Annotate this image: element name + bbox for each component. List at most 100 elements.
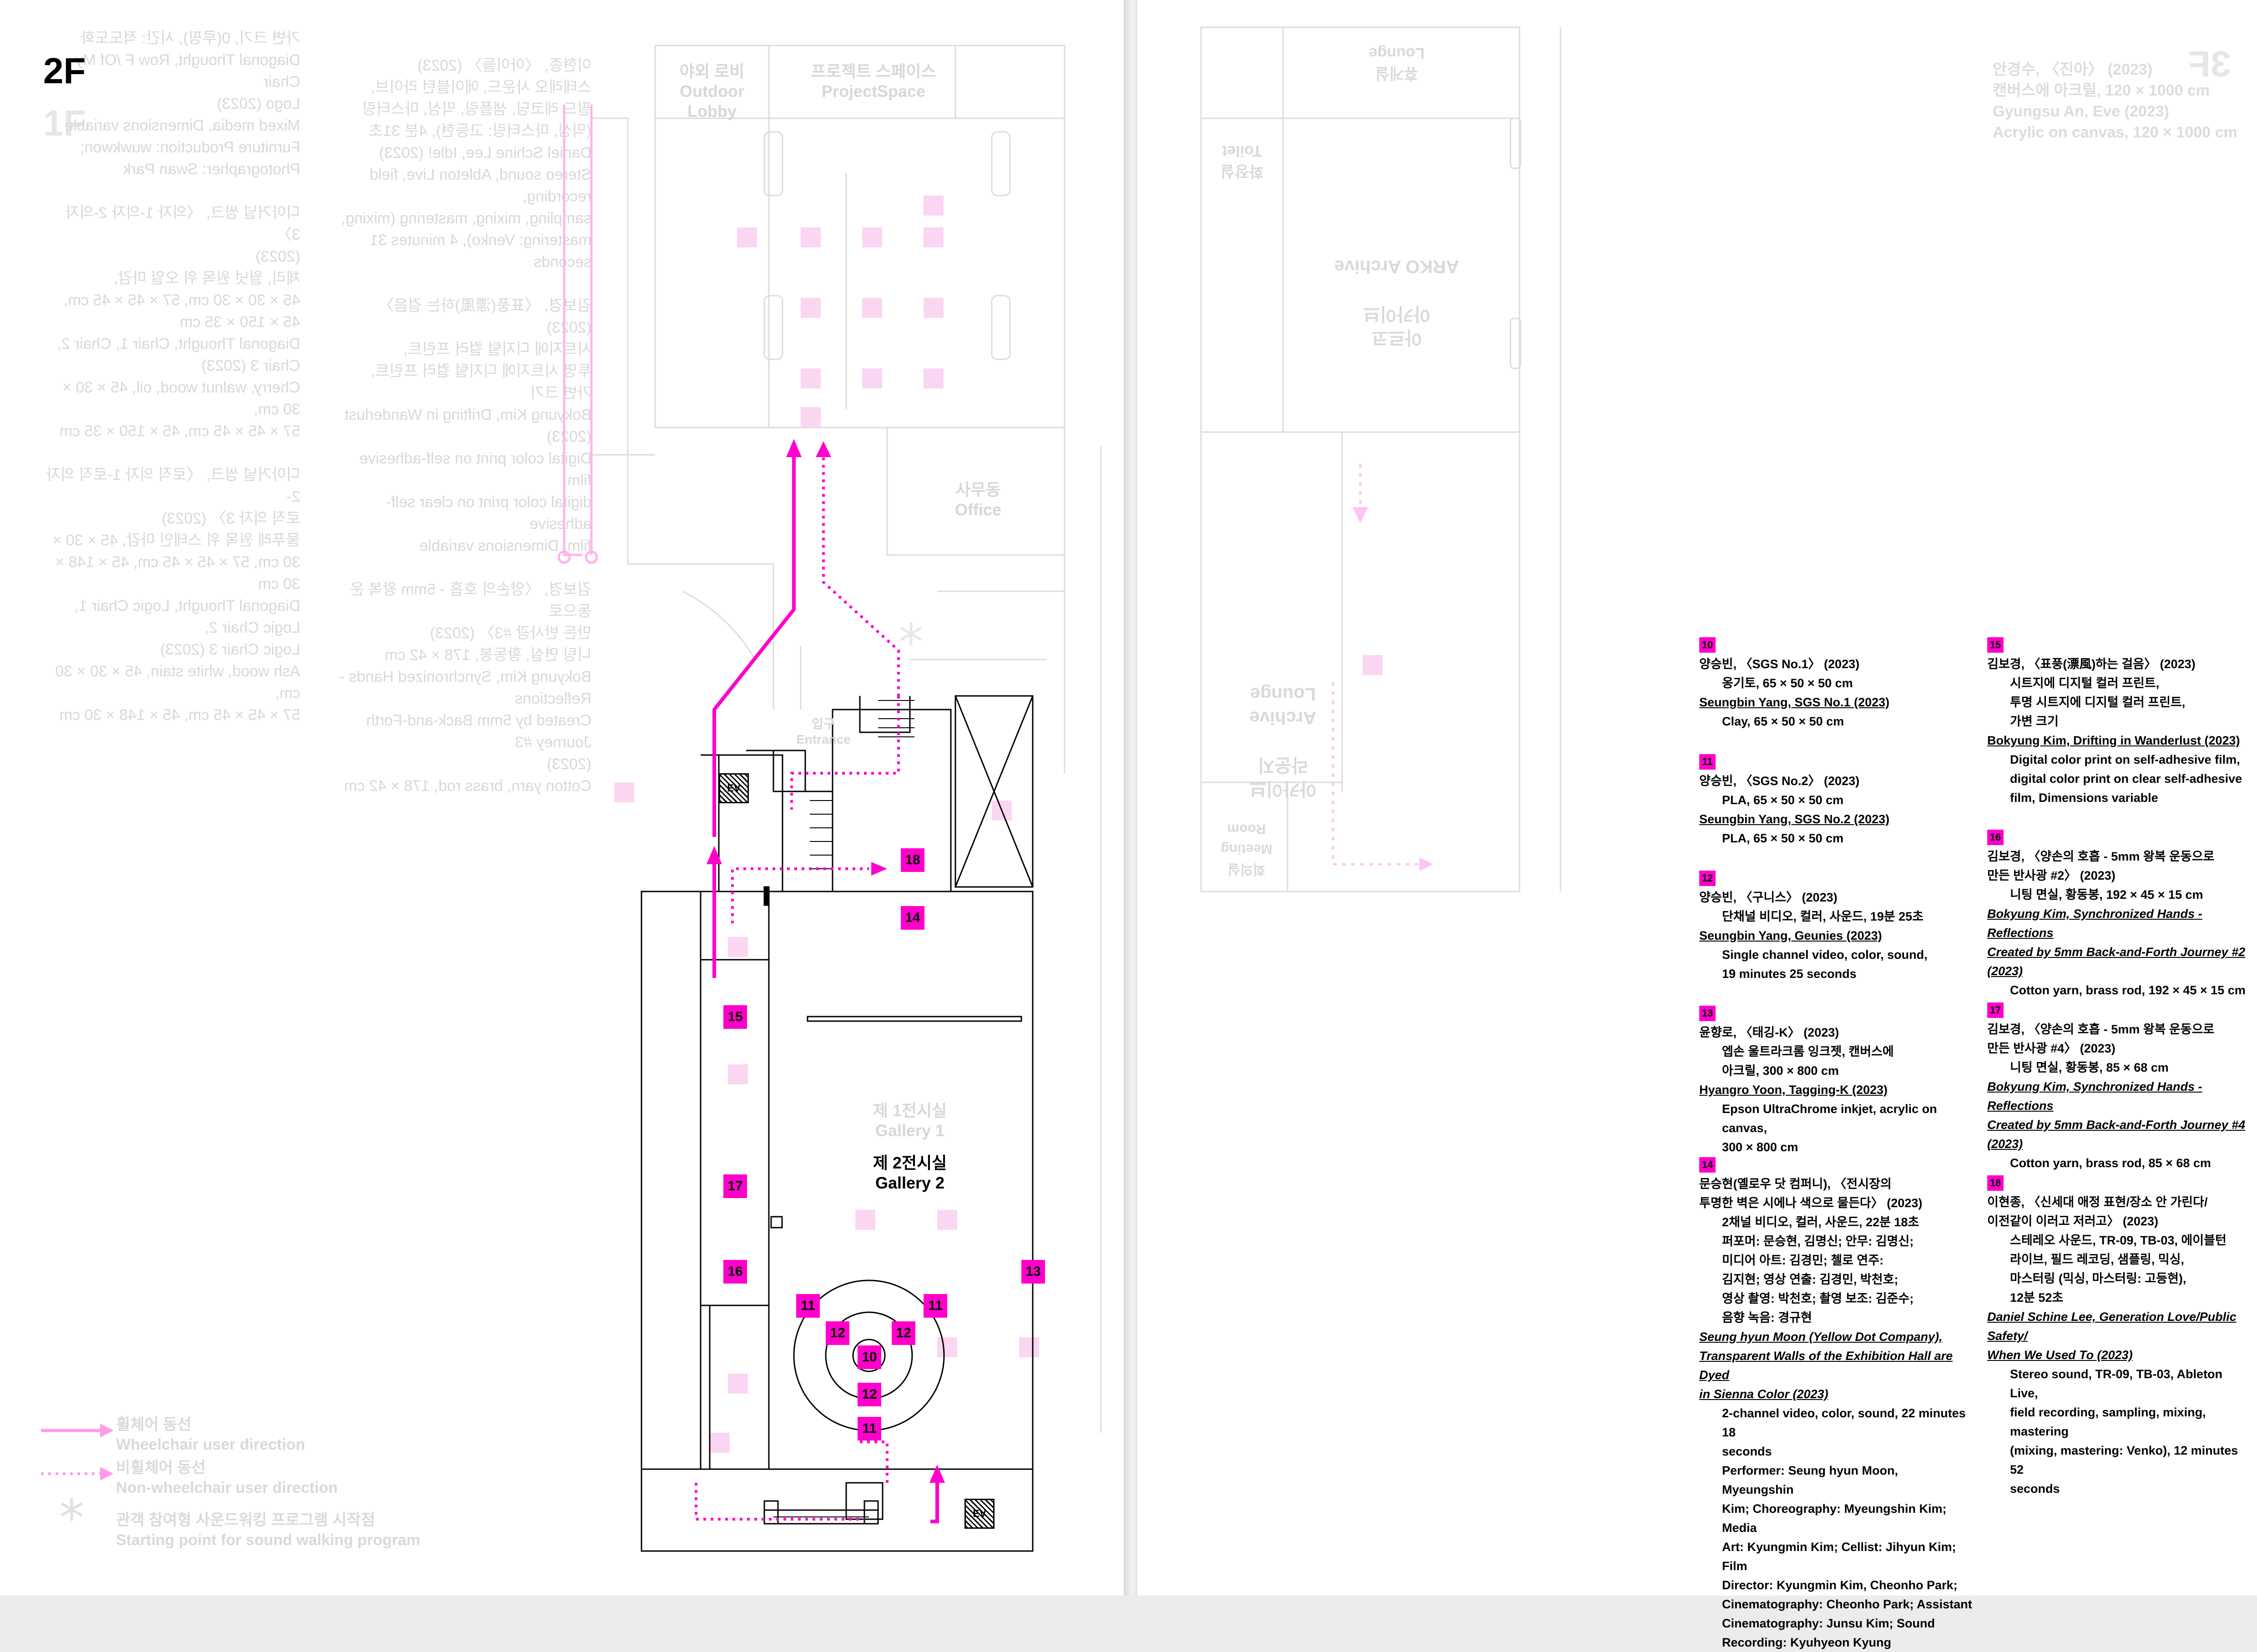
room-meeting-en: Meeting Room <box>1221 821 1272 856</box>
entry-16-detail-kr: 니팅 면실, 황동봉, 192 × 45 × 15 cm <box>2010 888 2203 902</box>
entry-11-title-en: Seungbin Yang, SGS No.2 (2023) <box>1699 812 1890 826</box>
entry-10-detail-kr: 옹기토, 65 × 50 × 50 cm <box>1722 676 1853 690</box>
third-floor-marker <box>1363 655 1383 675</box>
entry-18-detail-en: Stereo sound, TR-09, TB-03, Ableton Live… <box>2010 1367 2238 1496</box>
room-entrance-kr: 입구 <box>812 717 835 731</box>
entry-10: 10 양승빈, 〈SGS No.1〉 (2023) 옹기토, 65 × 50 ×… <box>1699 635 1972 731</box>
elevator-2f-top: EV <box>719 773 749 803</box>
entry-16-detail-en: Cotton yarn, brass rod, 192 × 45 × 15 cm <box>2010 983 2246 997</box>
legend-wheelchair: 휠체어 동선 Wheelchair user direction <box>116 1415 305 1455</box>
entry-13-number: 13 <box>1699 1006 1716 1021</box>
plan-marker-12-bottom[interactable]: 12 <box>858 1383 881 1406</box>
legend-sound-walking-kr: 관객 참여형 사운드워킹 프로그램 시작점 <box>116 1511 375 1529</box>
entry-13-title-kr: 윤향로, 〈태깅-K〉 (2023) <box>1699 1026 1839 1039</box>
entry-10-detail-en: Clay, 65 × 50 × 50 cm <box>1722 715 1844 728</box>
entry-10-title-kr: 양승빈, 〈SGS No.1〉 (2023) <box>1699 657 1860 671</box>
entry-15-title-kr: 김보경, 〈표풍(漂風)하는 걸음〉 (2023) <box>1987 657 2196 671</box>
room-entrance-en: Entrance <box>796 732 851 746</box>
entry-14-number: 14 <box>1699 1157 1716 1173</box>
entry-15-detail-kr: 시트지에 디지털 컬러 프린트, 투명 시트지에 디지털 컬러 프린트, 가변 … <box>2010 676 2186 728</box>
entry-16-number: 16 <box>1987 830 2004 845</box>
room-archive-lounge: 아카이브 라운지 Archive Lounge <box>1219 682 1347 824</box>
entry-18: 18 이현종, 〈신세대 애정 표현/장소 안 가린다/ 이전같이 이러고 저러… <box>1987 1173 2251 1498</box>
ghost-top-caption: 안경수, 〈진아〉 (2023) 캔버스에 아크릴, 120 × 1000 cm… <box>1993 61 2237 141</box>
plan-marker-12-right[interactable]: 12 <box>892 1321 915 1345</box>
room-gallery-2-kr: 제 2전시실 <box>873 1153 947 1172</box>
entry-12-number: 12 <box>1699 871 1716 886</box>
entry-18-detail-kr: 스테레오 사운드, TR-09, TB-03, 에이블턴 라이브, 필드 레코딩… <box>2010 1234 2227 1304</box>
plan-marker-11-left[interactable]: 11 <box>796 1294 820 1318</box>
plan-marker-18[interactable]: 18 <box>901 848 924 872</box>
entry-13: 13 윤향로, 〈태깅-K〉 (2023) 엡손 울트라크롬 잉크젯, 캔버스에… <box>1699 1003 1972 1157</box>
room-lounge-kr: 휴게실 <box>1375 65 1418 82</box>
entry-15: 15 김보경, 〈표풍(漂風)하는 걸음〉 (2023) 시트지에 디지털 컬러… <box>1987 635 2251 807</box>
room-gallery-2-en: Gallery 2 <box>875 1174 945 1192</box>
svg-text:*: * <box>59 1489 84 1547</box>
third-floor-walls <box>1200 26 1561 892</box>
plan-marker-11-bottom[interactable]: 11 <box>858 1417 881 1440</box>
room-gallery-1: 제 1전시실 Gallery 1 <box>842 1101 978 1141</box>
entry-17-detail-en: Cotton yarn, brass rod, 85 × 68 cm <box>2010 1156 2211 1170</box>
room-arko-archive: 아르코 아카이브 ARKO Archive <box>1328 255 1465 373</box>
plan-marker-12-left[interactable]: 12 <box>826 1321 849 1345</box>
room-outdoor-lobby-en: Outdoor Lobby <box>680 82 744 121</box>
entry-17-detail-kr: 니팅 면실, 황동봉, 85 × 68 cm <box>2010 1061 2169 1074</box>
room-lounge-en: Lounge <box>1368 45 1425 62</box>
entry-14-title-en: Seung hyun Moon (Yellow Dot Company), Tr… <box>1699 1330 1953 1401</box>
legend-sound-walking-en: Starting point for sound walking program <box>116 1531 420 1549</box>
room-gallery-1-en: Gallery 1 <box>875 1121 945 1140</box>
legend-non-wheelchair: 비휠체어 동선 Non-wheelchair user direction <box>116 1458 338 1498</box>
entry-15-title-en: Bokyung Kim, Drifting in Wanderlust (202… <box>1987 734 2240 747</box>
entry-12-title-en: Seungbin Yang, Geunies (2023) <box>1699 929 1882 942</box>
plan-marker-15[interactable]: 15 <box>723 1005 747 1029</box>
plan-marker-14[interactable]: 14 <box>901 906 924 930</box>
room-meeting: 회의실 Meeting Room <box>1201 819 1292 879</box>
room-toilet-en: Toilet <box>1222 142 1262 160</box>
entry-14-detail-en: 2-channel video, color, sound, 22 minute… <box>1722 1406 1972 1649</box>
room-project-space-kr: 프로젝트 스페이스 <box>811 62 936 81</box>
entry-16: 16 김보경, 〈양손의 호흡 - 5mm 왕복 운동으로 만든 반사광 #2〉… <box>1987 827 2251 1000</box>
room-project-space: 프로젝트 스페이스 ProjectSpace <box>792 61 955 101</box>
plan-marker-10[interactable]: 10 <box>858 1345 881 1369</box>
room-toilet: 화장실 Toilet <box>1201 141 1283 181</box>
entry-12-title-kr: 양승빈, 〈구니스〉 (2023) <box>1699 891 1838 904</box>
plan-marker-17[interactable]: 17 <box>723 1174 747 1198</box>
entry-12-detail-kr: 단채널 비디오, 컬러, 사운드, 19분 25초 <box>1722 910 1924 923</box>
route-arrows <box>707 439 945 1483</box>
upper-floor-markers <box>614 196 1039 1453</box>
floor-label-1f: 1F <box>43 103 86 143</box>
room-lounge: 휴게실 Lounge <box>1338 43 1456 83</box>
room-gallery-1-kr: 제 1전시실 <box>873 1101 947 1120</box>
entry-15-detail-en: Digital color print on self-adhesive fil… <box>2010 753 2242 805</box>
room-outdoor-lobby: 야외 로비 Outdoor Lobby <box>657 61 767 121</box>
room-office-kr: 사무동 <box>955 480 1001 499</box>
plan-marker-11-right[interactable]: 11 <box>924 1294 947 1318</box>
elevator-2f-bottom: EV <box>964 1499 995 1529</box>
page-gutter <box>1124 0 1137 1596</box>
left-page: 1F 가변 크기, 0(루핑), 시간: 적도도화 Diagonal Thoug… <box>0 0 1124 1596</box>
room-outdoor-lobby-kr: 야외 로비 <box>679 62 745 81</box>
entry-14: 14 문승현(옐로우 닷 컴퍼니), 〈전시장의 투명한 벽은 시에나 색으로 … <box>1699 1154 1972 1652</box>
room-gallery-2: 제 2전시실 Gallery 2 <box>842 1153 978 1193</box>
entry-16-title-en: Bokyung Kim, Synchronized Hands - Reflec… <box>1987 907 2246 978</box>
entry-12: 12 양승빈, 〈구니스〉 (2023) 단채널 비디오, 컬러, 사운드, 1… <box>1699 868 1972 983</box>
entry-11-detail-en: PLA, 65 × 50 × 50 cm <box>1722 831 1844 845</box>
entry-13-detail-en: Epson UltraChrome inkjet, acrylic on can… <box>1722 1102 1937 1154</box>
room-arko-archive-en: ARKO Archive <box>1334 257 1459 277</box>
right-page: 3F 휴게실 Lounge 화장실 Toilet 아르코 아카이브 ARKO A… <box>1137 0 2257 1649</box>
room-archive-lounge-kr: 아카이브 라운지 <box>1249 755 1317 799</box>
svg-text:*: * <box>899 613 924 671</box>
legend-non-wheelchair-en: Non-wheelchair user direction <box>116 1479 338 1496</box>
legend-wheelchair-kr: 휠체어 동선 <box>116 1416 192 1433</box>
entry-10-number: 10 <box>1699 637 1716 653</box>
plan-marker-16[interactable]: 16 <box>723 1260 747 1284</box>
room-meeting-kr: 회의실 <box>1227 861 1266 876</box>
entry-10-title-en: Seungbin Yang, SGS No.1 (2023) <box>1699 695 1890 709</box>
entry-11-title-kr: 양승빈, 〈SGS No.2〉 (2023) <box>1699 774 1860 788</box>
plan-marker-13[interactable]: 13 <box>1021 1260 1045 1284</box>
entry-11-detail-kr: PLA, 65 × 50 × 50 cm <box>1722 793 1844 807</box>
entry-18-title-kr: 이현종, 〈신세대 애정 표현/장소 안 가린다/ 이전같이 이러고 저러고〉 … <box>1987 1195 2208 1228</box>
entry-13-title-en: Hyangro Yoon, Tagging-K (2023) <box>1699 1083 1888 1097</box>
non-wheelchair-route <box>695 450 900 1521</box>
